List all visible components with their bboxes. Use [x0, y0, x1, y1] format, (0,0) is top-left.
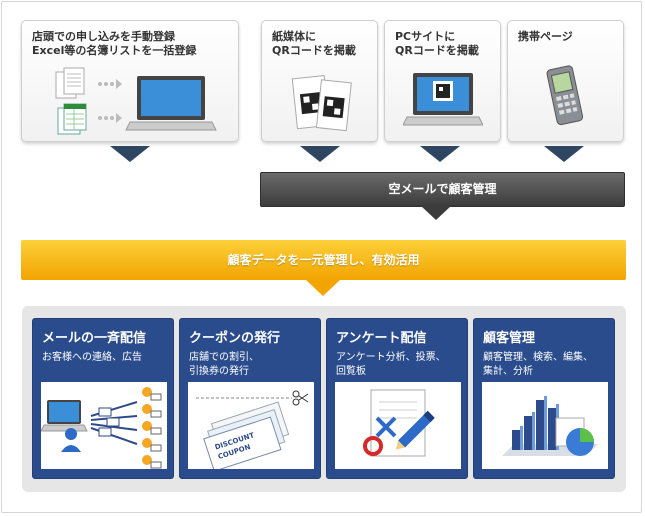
source-2-line-2: QRコードを掲載: [272, 44, 356, 57]
laptop-qr-icon: [403, 73, 483, 126]
central-management-arrow: [305, 279, 341, 296]
feature-2-picture: DISCOUNT COUPON: [188, 382, 314, 469]
feature-2-desc-1: 店舗での割引、: [189, 352, 259, 363]
central-management-bar: 顧客データを一元管理し、有効活用: [21, 240, 626, 280]
source-1-arrow: [110, 146, 150, 162]
empty-mail-label: 空メールで顧客管理: [388, 182, 497, 196]
source-3-arrow: [420, 146, 460, 162]
source-1-line-2: Excel等の名簿リストを一括登録: [32, 44, 197, 57]
feature-1-picture: [41, 382, 167, 469]
feature-card-survey: アンケート配信 アンケート分析、投票、回覧板: [326, 318, 468, 479]
feature-3-picture: [335, 382, 461, 469]
feature-card-coupon: クーポンの発行 店舗での割引、引換券の発行 DISCOUNT COUPON: [179, 318, 321, 479]
feature-4-title: 顧客管理: [483, 331, 536, 346]
feature-card-mail: メールの一斉配信 お客様への連絡、広告: [32, 318, 174, 479]
source-2-arrow: [300, 146, 340, 162]
feature-3-title: アンケート配信: [336, 331, 427, 346]
feature-4-desc-2: 集計、分析: [483, 366, 533, 377]
documents-to-laptop-icon: [55, 67, 217, 135]
source-4-arrow: [544, 146, 584, 162]
central-management-label: 顧客データを一元管理し、有効活用: [227, 253, 420, 267]
feature-4-picture: [482, 382, 608, 469]
analytics-chart-icon: [502, 396, 598, 456]
survey-pen-icon: [363, 389, 435, 457]
feature-1-title: メールの一斉配信: [42, 331, 147, 346]
mobile-phone-icon: [546, 65, 584, 126]
feature-card-customer-management: 顧客管理 顧客管理、検索、編集、集計、分析: [473, 318, 615, 479]
feature-1-desc-1: お客様への連絡、広告: [42, 352, 142, 363]
empty-mail-arrow: [421, 206, 451, 220]
source-box-mobile-page: 携帯ページ: [507, 20, 624, 142]
feature-4-desc-1: 顧客管理、検索、編集、: [483, 352, 593, 363]
feature-2-title: クーポンの発行: [189, 331, 281, 346]
bulk-mail-icon: [41, 387, 162, 469]
feature-2-desc-2: 引換券の発行: [189, 366, 249, 377]
feature-3-desc-1: アンケート分析、投票、: [336, 352, 446, 363]
source-4-line-1: 携帯ページ: [518, 30, 573, 43]
source-2-line-1: 紙媒体に: [272, 30, 316, 43]
source-1-line-1: 店頭での申し込みを手動登録: [32, 30, 175, 43]
source-3-line-2: QRコードを掲載: [395, 44, 479, 57]
empty-mail-bar: 空メールで顧客管理: [260, 172, 625, 207]
coupon-icon: DISCOUNT COUPON: [196, 390, 309, 469]
source-3-line-1: PCサイトに: [395, 30, 456, 43]
feature-3-desc-2: 回覧板: [336, 366, 366, 377]
paper-qr-icon: [291, 75, 352, 132]
